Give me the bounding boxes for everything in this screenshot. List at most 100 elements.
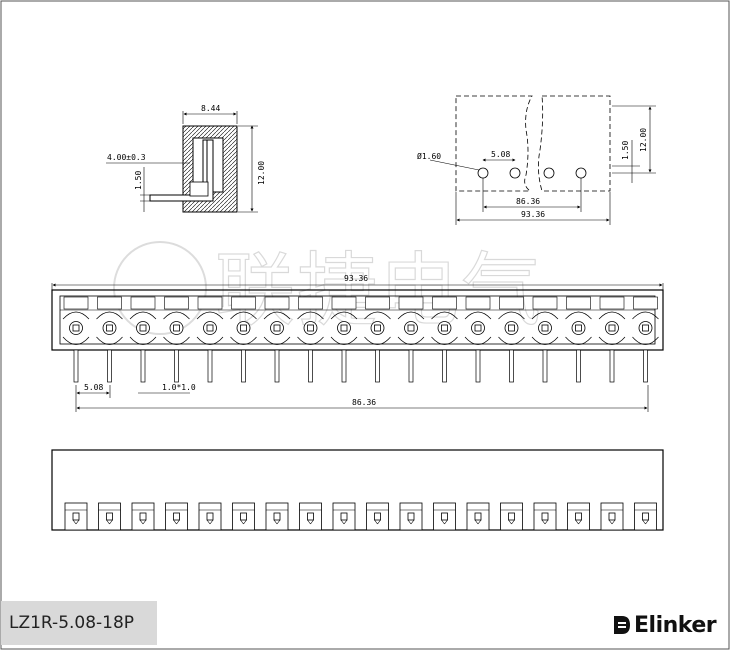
- screw-icon: [504, 321, 519, 335]
- side-dim-width: 8.44: [201, 104, 220, 113]
- screw-icon: [638, 321, 653, 335]
- screw-icon: [169, 321, 184, 335]
- screw-icon: [571, 321, 586, 335]
- front-position: [163, 296, 190, 383]
- pin: [107, 349, 112, 383]
- front-position: [129, 296, 157, 383]
- brand-logo: Elinker: [612, 610, 717, 640]
- screw-icon: [437, 321, 452, 335]
- rear-position: [131, 502, 155, 531]
- front-position: [565, 296, 592, 383]
- screw-icon: [236, 321, 251, 335]
- part-number-label: LZ1R-5.08-18P: [1, 601, 157, 645]
- front-dim-pin: 1.0*1.0: [162, 383, 196, 392]
- pcb-layout-view: Ø1.60 5.08 86.36 93.36 12.00 1.50: [417, 95, 656, 225]
- pin: [140, 349, 146, 383]
- rear-position: [332, 502, 356, 531]
- rear-position: [533, 502, 557, 531]
- screw-icon: [303, 321, 318, 335]
- side-dim-offset: 1.50: [134, 171, 143, 190]
- pin: [442, 349, 447, 383]
- front-dim-pitch: 5.08: [84, 383, 103, 392]
- front-position: [531, 296, 559, 383]
- front-position: [598, 296, 626, 383]
- front-position: [632, 296, 659, 383]
- pcb-dim-pitch: 5.08: [491, 150, 510, 159]
- front-position: [330, 296, 358, 383]
- front-positions: [62, 296, 659, 383]
- screw-icon: [136, 321, 150, 335]
- rear-position: [64, 502, 88, 531]
- side-dim-pin: 4.00±0.3: [107, 153, 146, 162]
- pin: [174, 349, 179, 383]
- pcb-dim-height: 12.00: [639, 128, 648, 152]
- screw-icon: [102, 321, 117, 335]
- front-position: [196, 296, 224, 383]
- front-position: [431, 296, 458, 383]
- watermark-logo-icon: [113, 241, 207, 335]
- front-position: [230, 296, 257, 383]
- pin: [207, 349, 213, 383]
- rear-positions: [64, 502, 657, 531]
- rear-position: [466, 502, 490, 531]
- front-position: [498, 296, 525, 383]
- pin: [274, 349, 280, 383]
- pcb-dim-span: 86.36: [516, 197, 540, 206]
- pin: [576, 349, 581, 383]
- pin: [509, 349, 514, 383]
- front-position: [263, 296, 291, 383]
- rear-position: [634, 502, 657, 531]
- pcb-dim-total: 93.36: [521, 210, 545, 219]
- front-dim-total: 93.36: [344, 274, 368, 283]
- screw-icon: [203, 321, 217, 335]
- pin: [341, 349, 347, 383]
- pin: [375, 349, 380, 383]
- side-dim-height: 12.00: [257, 161, 266, 185]
- front-position: [364, 296, 391, 383]
- front-position: [397, 296, 425, 383]
- pin: [643, 349, 648, 383]
- rear-position: [600, 502, 624, 531]
- screw-icon: [538, 321, 552, 335]
- brand-name: Elinker: [634, 612, 717, 638]
- rear-position: [399, 502, 423, 531]
- screw-icon: [270, 321, 284, 335]
- front-position: [62, 296, 90, 383]
- rear-position: [98, 502, 121, 531]
- front-dim-span: 86.36: [352, 398, 376, 407]
- rear-position: [299, 502, 322, 531]
- pin: [609, 349, 615, 383]
- front-position: [464, 296, 492, 383]
- rear-position: [165, 502, 188, 531]
- pin: [308, 349, 313, 383]
- rear-position: [198, 502, 222, 531]
- screw-icon: [471, 321, 485, 335]
- screw-icon: [404, 321, 418, 335]
- rear-view: [51, 449, 664, 531]
- screw-icon: [370, 321, 385, 335]
- rear-position: [500, 502, 523, 531]
- screw-icon: [337, 321, 351, 335]
- pcb-dim-hole: Ø1.60: [417, 151, 441, 161]
- front-view: 93.36 5.08 1.0*1.0 86.36: [51, 274, 664, 412]
- screw-icon: [605, 321, 619, 335]
- pin: [241, 349, 246, 383]
- pcb-dim-offset: 1.50: [621, 141, 630, 160]
- pin: [542, 349, 548, 383]
- pin: [475, 349, 481, 383]
- front-position: [96, 296, 123, 383]
- screw-icon: [69, 321, 83, 335]
- rear-position: [232, 502, 255, 531]
- front-position: [297, 296, 324, 383]
- side-view: 8.44 12.00 4.00±0.3 1.50: [106, 104, 266, 213]
- brand-mark-icon: [614, 616, 630, 634]
- rear-position: [567, 502, 590, 531]
- pin: [73, 349, 79, 383]
- rear-position: [433, 502, 456, 531]
- rear-position: [265, 502, 289, 531]
- rear-position: [366, 502, 389, 531]
- pin: [408, 349, 414, 383]
